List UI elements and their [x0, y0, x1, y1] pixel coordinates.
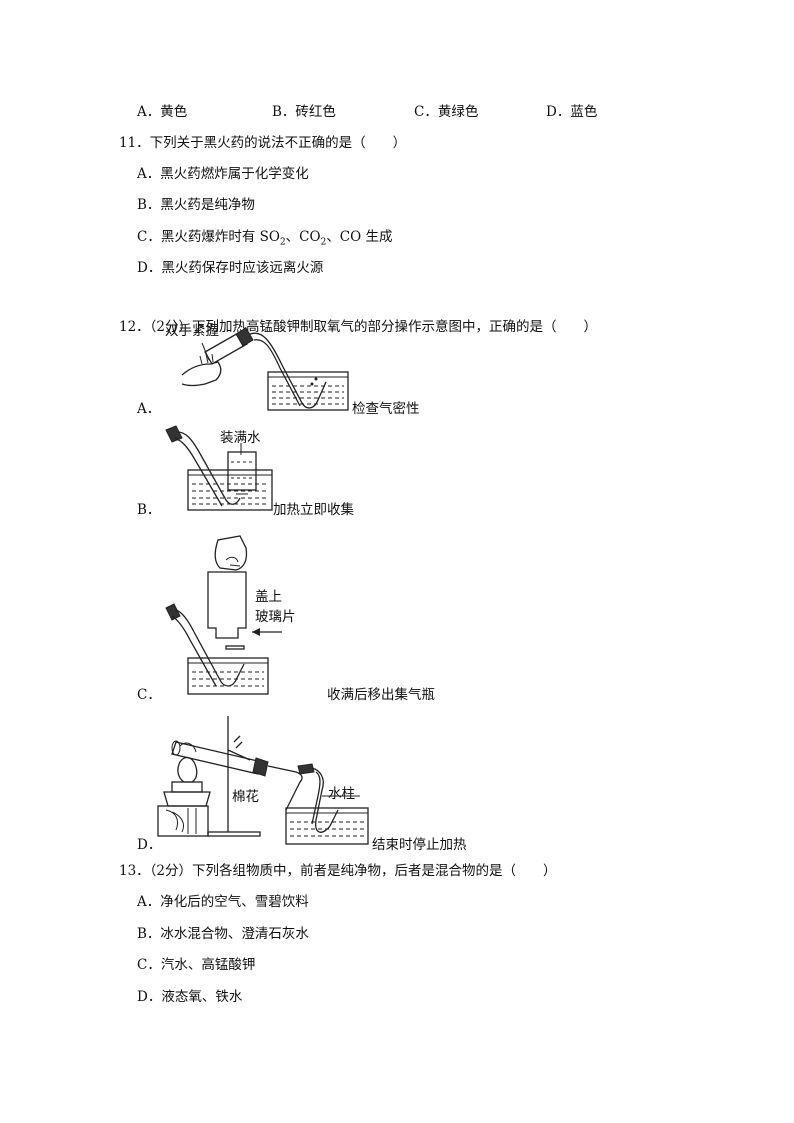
q12-d-caption: 结束时停止加热	[372, 837, 467, 853]
q12-option-d-letter: D．	[137, 837, 162, 853]
q12-c-label-glass: 玻璃片	[255, 609, 296, 625]
q12-c-caption: 收满后移出集气瓶	[327, 687, 435, 703]
q10-option-d: D．蓝色	[546, 104, 598, 120]
q11-option-c-mid: 、CO	[285, 229, 321, 245]
q10-option-a: A．黄色	[137, 104, 188, 120]
q13-option-a: A．净化后的空气、雪碧饮料	[137, 894, 309, 910]
q12-c-label-cover: 盖上	[255, 589, 282, 605]
q10-option-c: C．黄绿色	[414, 104, 479, 120]
q11-option-c-sub1: 2	[279, 237, 286, 248]
q11-option-c-post: 、CO 生成	[326, 229, 393, 245]
q13-option-b: B．冰水混合物、澄清石灰水	[137, 926, 309, 942]
q11-option-c-sub2: 2	[320, 237, 327, 248]
q12-b-label-fullwater: 装满水	[220, 430, 261, 446]
q12-b-caption: 加热立即收集	[273, 502, 354, 518]
q12-a-caption: 检查气密性	[352, 401, 420, 417]
q13-stem: 13．（2分）下列各组物质中，前者是纯净物，后者是混合物的是（ ）	[119, 863, 557, 879]
q12-a-label-hands: 双手紧握	[165, 323, 219, 339]
q11-option-d: D．黑火药保存时应该远离火源	[137, 260, 324, 276]
q12-d-label-watercol: 水柱	[328, 786, 355, 802]
q12-option-a-letter: A．	[137, 401, 161, 417]
q11-option-c: C．黑火药爆炸时有 SO2、CO2、CO 生成	[137, 228, 393, 252]
q12-option-c-letter: C．	[137, 687, 161, 703]
q11-option-b: B．黑火药是纯净物	[137, 197, 255, 213]
q13-option-d: D．液态氧、铁水	[137, 989, 243, 1005]
q12-d-label-cotton: 棉花	[232, 789, 259, 805]
q11-stem: 11．下列关于黑火药的说法不正确的是（ ）	[119, 135, 407, 151]
q12-stem: 12．（2分）下列加热高锰酸钾制取氧气的部分操作示意图中，正确的是（ ）	[119, 319, 598, 335]
q11-option-c-pre: C．黑火药爆炸时有 SO	[137, 229, 280, 245]
q13-option-c: C．汽水、高锰酸钾	[137, 957, 256, 973]
q10-option-b: B．砖红色	[272, 104, 336, 120]
q11-option-a: A．黑火药燃炸属于化学变化	[137, 166, 309, 182]
q12-option-b-letter: B．	[137, 502, 161, 518]
